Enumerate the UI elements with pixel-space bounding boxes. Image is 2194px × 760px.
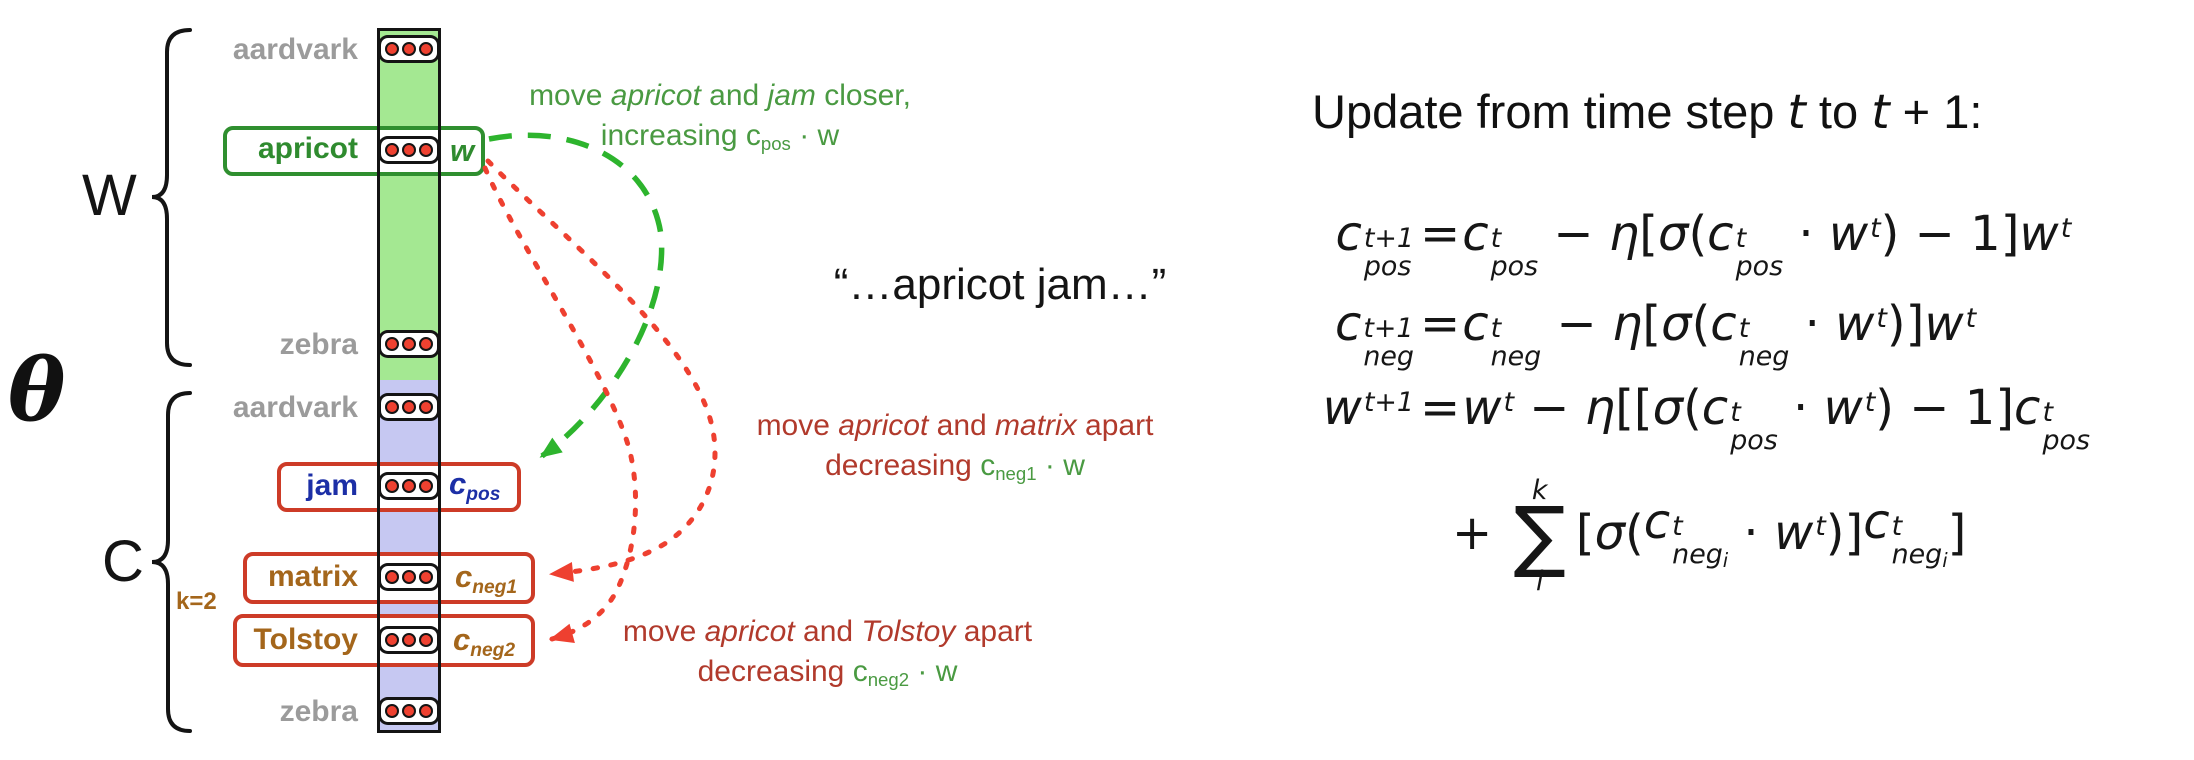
dot-icon [385, 143, 399, 157]
dot-icon [419, 337, 433, 351]
context-quote: “…apricot jam…” [833, 260, 1167, 309]
dot-icon [402, 479, 416, 493]
positive-update-arrow [488, 132, 665, 459]
vector-label-cneg1: cneg1 [455, 559, 518, 598]
update-title: Update from time step t to t + 1: [1312, 85, 1983, 140]
dot-icon [385, 570, 399, 584]
embedding-column-border [377, 28, 441, 733]
positive-annotation-line1: move apricot and jam closer, [529, 79, 911, 112]
equals-sign: = [1420, 380, 1461, 436]
c-matrix-label: C [102, 529, 144, 594]
vector-label-w: w [450, 133, 475, 168]
dot-icon [419, 570, 433, 584]
positive-annotation-line2: increasing cpos · w [600, 119, 840, 155]
equals-sign: = [1420, 296, 1461, 352]
row-label-tolstoy: Tolstoy [253, 623, 358, 656]
dot-icon [385, 400, 399, 414]
dot-icon [402, 633, 416, 647]
row-label-apricot: apricot [257, 132, 358, 165]
dot-icon [402, 337, 416, 351]
dot-icon [385, 633, 399, 647]
vector-label-cneg2: cneg2 [453, 622, 516, 661]
k-negative-samples-label: k=2 [176, 588, 217, 615]
dot-icon [385, 42, 399, 56]
w-brace [151, 28, 192, 367]
row-label-matrix: matrix [267, 560, 358, 593]
embedding-dots [378, 393, 440, 421]
embedding-dots [378, 697, 440, 725]
negative-annotation-1: move apricot and matrix apart decreasing… [690, 406, 1220, 494]
embedding-dots [378, 136, 440, 164]
negative-annotation-1-line2: decreasing cneg1 · w [825, 449, 1085, 485]
negative-annotation-1-line1: move apricot and matrix apart [756, 409, 1154, 442]
vector-label-cpos: cpos [449, 466, 501, 505]
dot-icon [419, 704, 433, 718]
negative-annotation-2: move apricot and Tolstoy apart decreasin… [565, 612, 1090, 700]
embedding-dots [378, 626, 440, 654]
dot-icon [402, 704, 416, 718]
negative-annotation-2-line2: decreasing cneg2 · w [697, 655, 958, 691]
theta-parameters-label: θ [8, 340, 66, 441]
dot-icon [402, 400, 416, 414]
positive-annotation: move apricot and jam closer, increasing … [420, 76, 1020, 164]
dot-icon [402, 570, 416, 584]
embedding-dots [378, 35, 440, 63]
dot-icon [419, 479, 433, 493]
dot-icon [385, 337, 399, 351]
dot-icon [402, 143, 416, 157]
dot-icon [402, 42, 416, 56]
dot-icon [419, 143, 433, 157]
row-label-zebra-c: zebra [279, 695, 358, 728]
embedding-dots [378, 330, 440, 358]
row-label-aardvark-w: aardvark [232, 33, 358, 66]
row-label-zebra-w: zebra [279, 328, 358, 361]
dot-icon [419, 633, 433, 647]
negative-annotation-2-line1: move apricot and Tolstoy apart [622, 615, 1033, 648]
dot-icon [419, 400, 433, 414]
embedding-dots [378, 563, 440, 591]
dot-icon [385, 479, 399, 493]
w-matrix-column-fill [377, 28, 441, 380]
row-label-aardvark-c: aardvark [232, 391, 358, 424]
dot-icon [419, 42, 433, 56]
w-matrix-label: W [82, 163, 137, 228]
negative-update-arrow-matrix [485, 158, 718, 582]
embedding-dots [378, 472, 440, 500]
equals-sign: = [1420, 206, 1461, 262]
apricot-row-box [223, 126, 485, 176]
dot-icon [385, 704, 399, 718]
row-label-jam: jam [306, 469, 358, 502]
